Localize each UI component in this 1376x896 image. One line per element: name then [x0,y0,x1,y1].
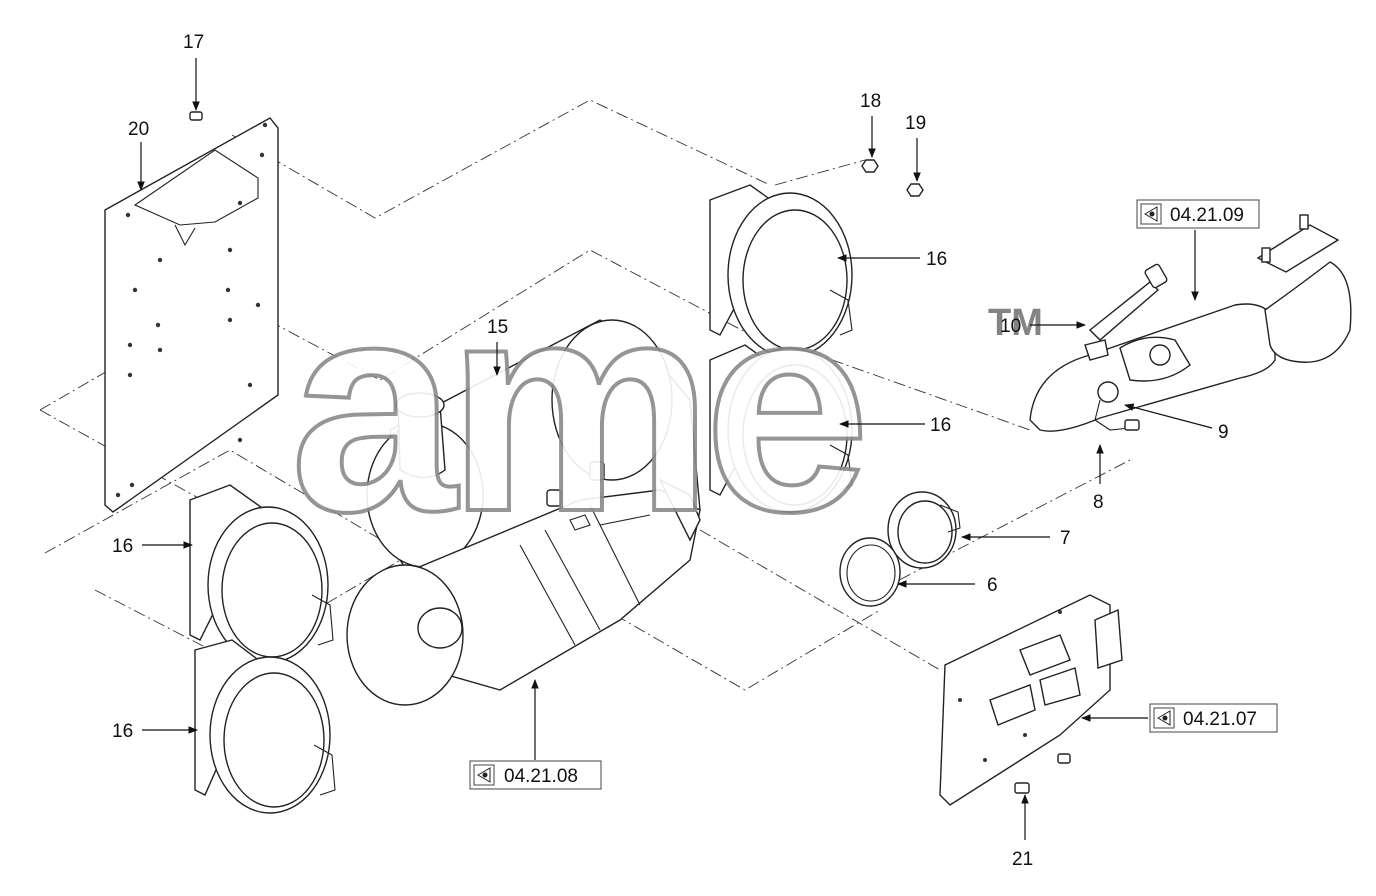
v-band-clamp-part-7 [887,491,961,569]
eye-reference-icon [1144,206,1158,222]
callout-7: 7 [1060,528,1071,549]
leader-lines [137,58,1213,840]
callout-21: 21 [1012,849,1033,870]
callout-17: 17 [183,32,204,53]
reference-box-04-21-08[interactable]: 04.21.08 [469,760,602,790]
clamp-bracket-upper-left [189,484,334,664]
reference-label: 04.21.07 [1183,709,1257,730]
watermark: ame TM [288,236,1043,576]
muffler-part-15 [346,319,701,706]
trademark-mark: TM [988,302,1043,344]
eye-reference-icon [1157,710,1171,726]
reference-label: 04.21.09 [1170,205,1244,226]
sensor-bracket-part-21 [939,594,1123,806]
callout-16-lower-left: 16 [112,721,133,742]
reference-box-04-21-09[interactable]: 04.21.09 [1136,199,1260,229]
gasket-part-6 [839,537,901,607]
callout-8: 8 [1093,492,1104,513]
callout-10: 10 [1000,316,1021,337]
bolt-part-17 [189,111,203,121]
watermark-text: ame [290,238,863,574]
nut-part-18 [861,159,879,173]
reference-box-04-21-07[interactable]: 04.21.07 [1149,703,1278,733]
mounting-plate-part-20 [104,117,279,513]
callout-15: 15 [487,317,508,338]
callout-19: 19 [905,113,926,134]
callout-16-top-right: 16 [926,249,947,270]
callout-16-mid-right: 16 [930,415,951,436]
callout-6: 6 [987,575,998,596]
callout-9: 9 [1218,422,1229,443]
clamp-bracket-mid-right [709,344,853,513]
callout-18: 18 [860,91,881,112]
exhaust-pipe-assembly [1029,214,1352,432]
callout-16-upper-left: 16 [112,536,133,557]
callout-labels: 17 20 18 19 16 16 16 16 15 10 9 8 7 6 21 [112,32,1229,870]
callout-20: 20 [128,119,149,140]
reference-label: 04.21.08 [504,766,578,787]
nut-part-19 [906,183,924,197]
clamp-bracket-lower-left [194,639,336,814]
eye-reference-icon [477,767,491,783]
